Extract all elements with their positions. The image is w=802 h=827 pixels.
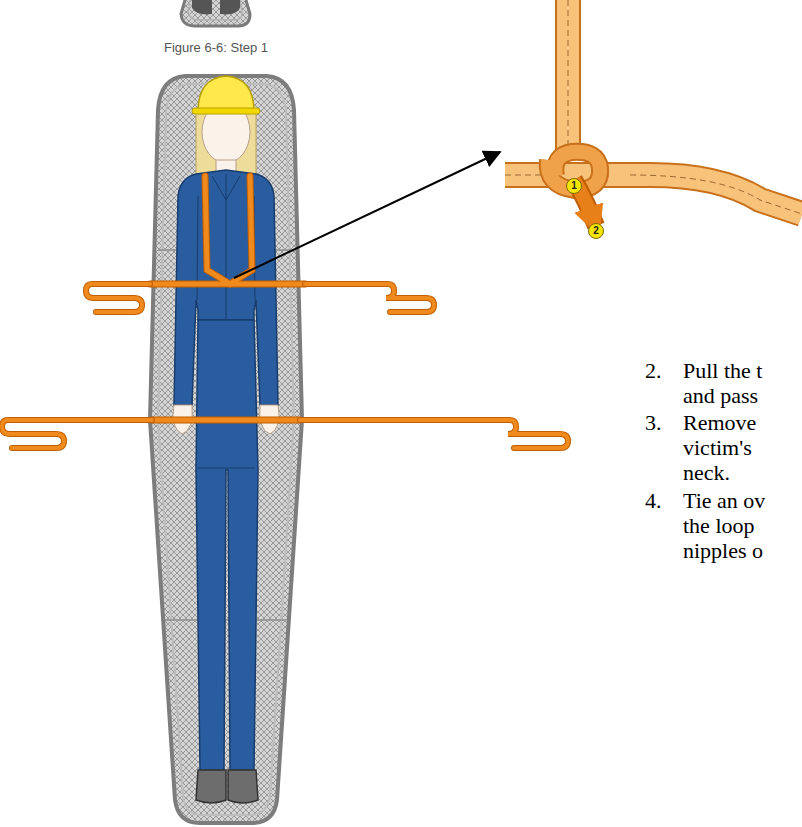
callout-text: 2 (593, 226, 599, 236)
callout-number: 1 (566, 178, 582, 194)
callout-number: 2 (588, 223, 604, 239)
harness-straps (2, 176, 568, 448)
step-number: 4. (645, 488, 662, 513)
step-text: Pull the t and pass (683, 358, 779, 408)
basket-stretcher (150, 76, 302, 823)
previous-stretcher-foot (181, 0, 250, 26)
knot-detail (505, 0, 802, 226)
callout-text: 1 (571, 181, 577, 191)
step-text: Tie an ov the loop nipples o (683, 488, 779, 563)
step-number: 2. (645, 358, 662, 383)
detail-pointer (234, 152, 500, 278)
figure-caption: Figure 6-6: Step 1 (164, 40, 268, 55)
victim-figure (173, 76, 279, 803)
step-number: 3. (645, 410, 662, 435)
step-text: Remove victim's neck. (683, 410, 779, 485)
